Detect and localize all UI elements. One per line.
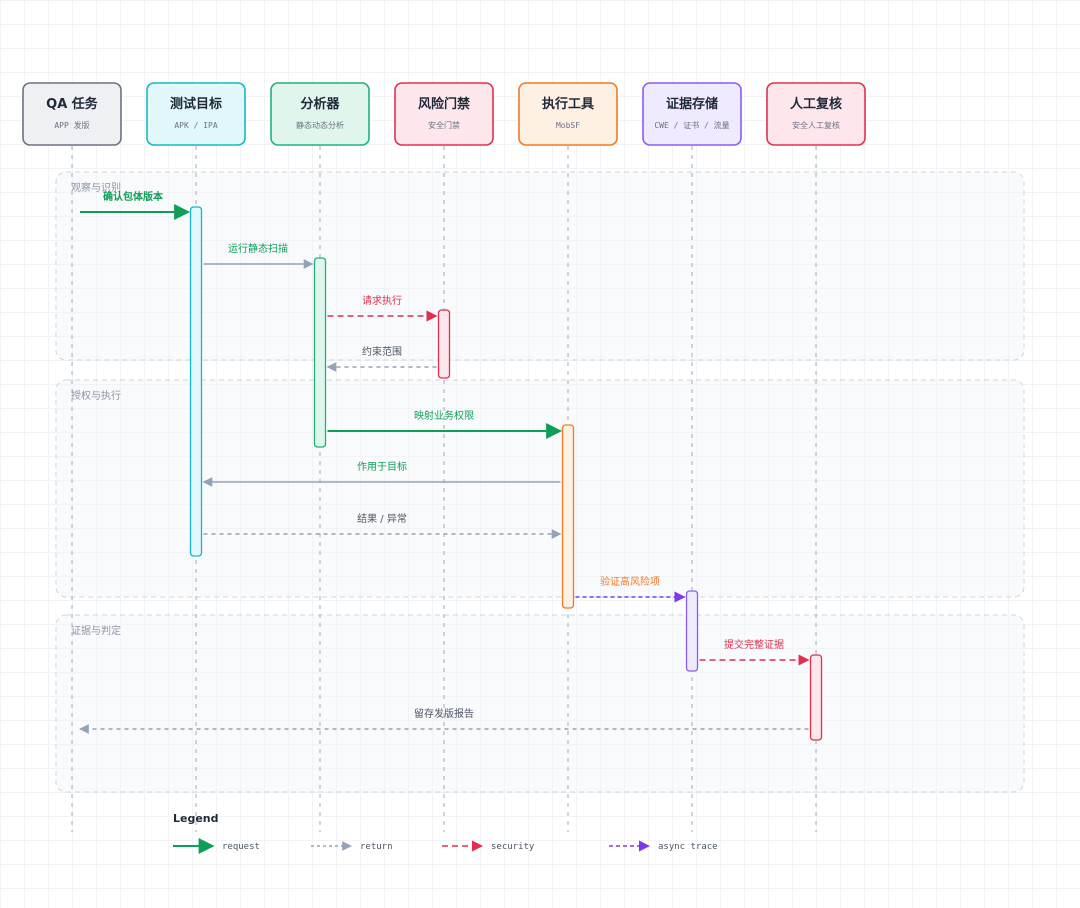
message-label: 留存发版报告 [414,707,474,720]
actor-subtitle: APP 发版 [54,120,89,130]
actor-subtitle: 静态动态分析 [296,120,344,130]
actor-exec: 执行工具 MobSF [518,82,618,146]
actor-subtitle: APK / IPA [174,121,218,130]
group-frame [55,379,1025,598]
actor-title: 执行工具 [542,96,594,112]
actor-box [642,82,742,146]
group-frame [55,171,1025,361]
message-label: 提交完整证据 [724,638,784,651]
actor-target: 测试目标 APK / IPA [146,82,246,146]
actor-box [394,82,494,146]
legend-title: Legend [173,812,219,825]
actor-title: 人工复核 [790,96,842,112]
actor-box [146,82,246,146]
actor-title: 测试目标 [170,96,222,112]
activation-bar [189,206,203,557]
message-label: 请求执行 [362,294,402,307]
group-frame [55,614,1025,793]
activation-bar [561,424,575,609]
actor-title: 风险门禁 [418,96,470,112]
group-label: 授权与执行 [71,389,121,402]
message-label: 验证高风险项 [600,575,660,588]
actor-title: 证据存储 [666,96,718,112]
message-label: 约束范围 [362,345,402,358]
legend-label: return [360,842,393,852]
actor-box [766,82,866,146]
actor-box [22,82,122,146]
actor-subtitle: MobSF [556,121,580,130]
message-label: 确认包体版本 [103,190,164,203]
actor-box [518,82,618,146]
legend-label: request [222,842,260,852]
legend-label: security [491,842,535,852]
actor-subtitle: CWE / 证书 / 流量 [654,120,729,130]
actor-title: QA 任务 [46,96,99,112]
group-label: 观察与识别 [71,181,121,194]
message-label: 映射业务权限 [414,409,474,422]
legend-label: async trace [658,842,718,852]
activation-bar [313,257,327,448]
actor-subtitle: 安全门禁 [428,120,460,130]
actor-box [270,82,370,146]
activation-bar [809,654,823,741]
actor-evidence: 证据存储 CWE / 证书 / 流量 [642,82,742,146]
message-label: 作用于目标 [357,461,407,473]
group-label: 证据与判定 [71,624,121,637]
activation-bar [685,590,699,672]
message-label: 结果 / 异常 [357,512,407,525]
actor-title: 分析器 [300,96,340,112]
actor-subtitle: 安全人工复核 [792,120,840,130]
activation-bar [437,309,451,379]
message-label: 运行静态扫描 [228,242,288,255]
actor-qa: QA 任务 APP 发版 [22,82,122,146]
